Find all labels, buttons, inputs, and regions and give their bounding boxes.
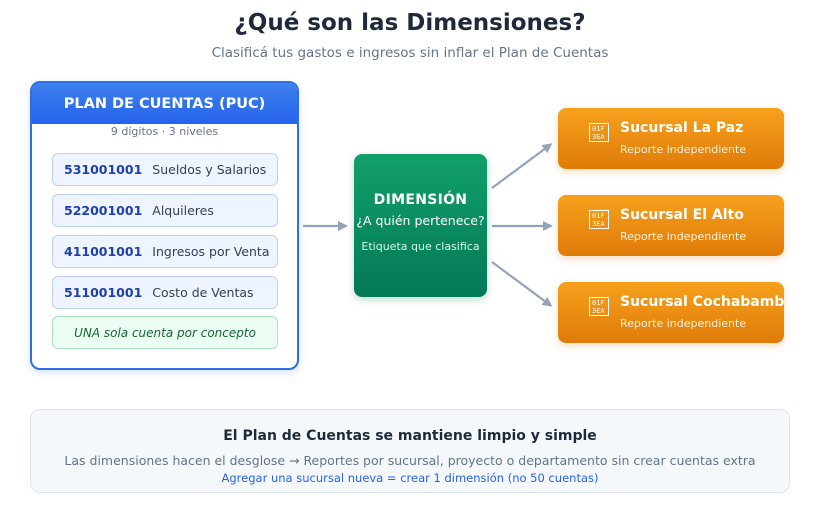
dimension-box: DIMENSIÓN ¿A quién pertenece? Etiqueta q… bbox=[354, 154, 487, 297]
summary-highlight: Agregar una sucursal nueva = crear 1 dim… bbox=[221, 471, 599, 485]
summary-description: Las dimensiones hacen el desglose → Repo… bbox=[64, 453, 756, 468]
branch-name: Sucursal El Alto bbox=[620, 207, 744, 223]
arrow-dimension-to-la-paz bbox=[491, 143, 553, 189]
puc-subtitle: 9 dígitos · 3 niveles bbox=[110, 125, 219, 138]
account-item: 511001001 Costo de Ventas bbox=[52, 276, 278, 309]
dimension-question: ¿A quién pertenece? bbox=[356, 213, 485, 228]
account-item: 411001001 Ingresos por Venta bbox=[52, 235, 278, 268]
page-title: ¿Qué son las Dimensiones? bbox=[234, 10, 586, 36]
branch-name: Sucursal La Paz bbox=[620, 120, 744, 136]
account-name: Sueldos y Salarios bbox=[152, 162, 267, 177]
account-item: 522001001 Alquileres bbox=[52, 194, 278, 227]
summary-panel: El Plan de Cuentas se mantiene limpio y … bbox=[30, 409, 790, 493]
puc-panel: PLAN DE CUENTAS (PUC) 9 dígitos · 3 nive… bbox=[30, 81, 299, 370]
branch-subtitle: Reporte independiente bbox=[620, 317, 747, 330]
page-subtitle: Clasificá tus gastos e ingresos sin infl… bbox=[211, 45, 609, 61]
arrow-dimension-to-cochabamba bbox=[491, 261, 553, 307]
puc-title: PLAN DE CUENTAS (PUC) bbox=[32, 83, 297, 124]
branch-name: Sucursal Cochabamba bbox=[620, 294, 784, 310]
account-code: 522001001 bbox=[64, 203, 143, 218]
branch-subtitle: Reporte independiente bbox=[620, 143, 747, 156]
dimension-title: DIMENSIÓN bbox=[373, 192, 468, 208]
dimension-description: Etiqueta que clasifica bbox=[361, 240, 480, 253]
branch-subtitle: Reporte independiente bbox=[620, 230, 747, 243]
account-name: Costo de Ventas bbox=[152, 285, 254, 300]
account-name: Alquileres bbox=[152, 203, 214, 218]
account-code: 531001001 bbox=[64, 162, 143, 177]
summary-title: El Plan de Cuentas se mantiene limpio y … bbox=[223, 428, 597, 444]
single-account-note: UNA sola cuenta por concepto bbox=[52, 316, 278, 349]
account-code: 511001001 bbox=[64, 285, 143, 300]
account-item: 531001001 Sueldos y Salarios bbox=[52, 153, 278, 186]
account-code: 411001001 bbox=[64, 244, 143, 259]
account-name: Ingresos por Venta bbox=[152, 244, 270, 259]
